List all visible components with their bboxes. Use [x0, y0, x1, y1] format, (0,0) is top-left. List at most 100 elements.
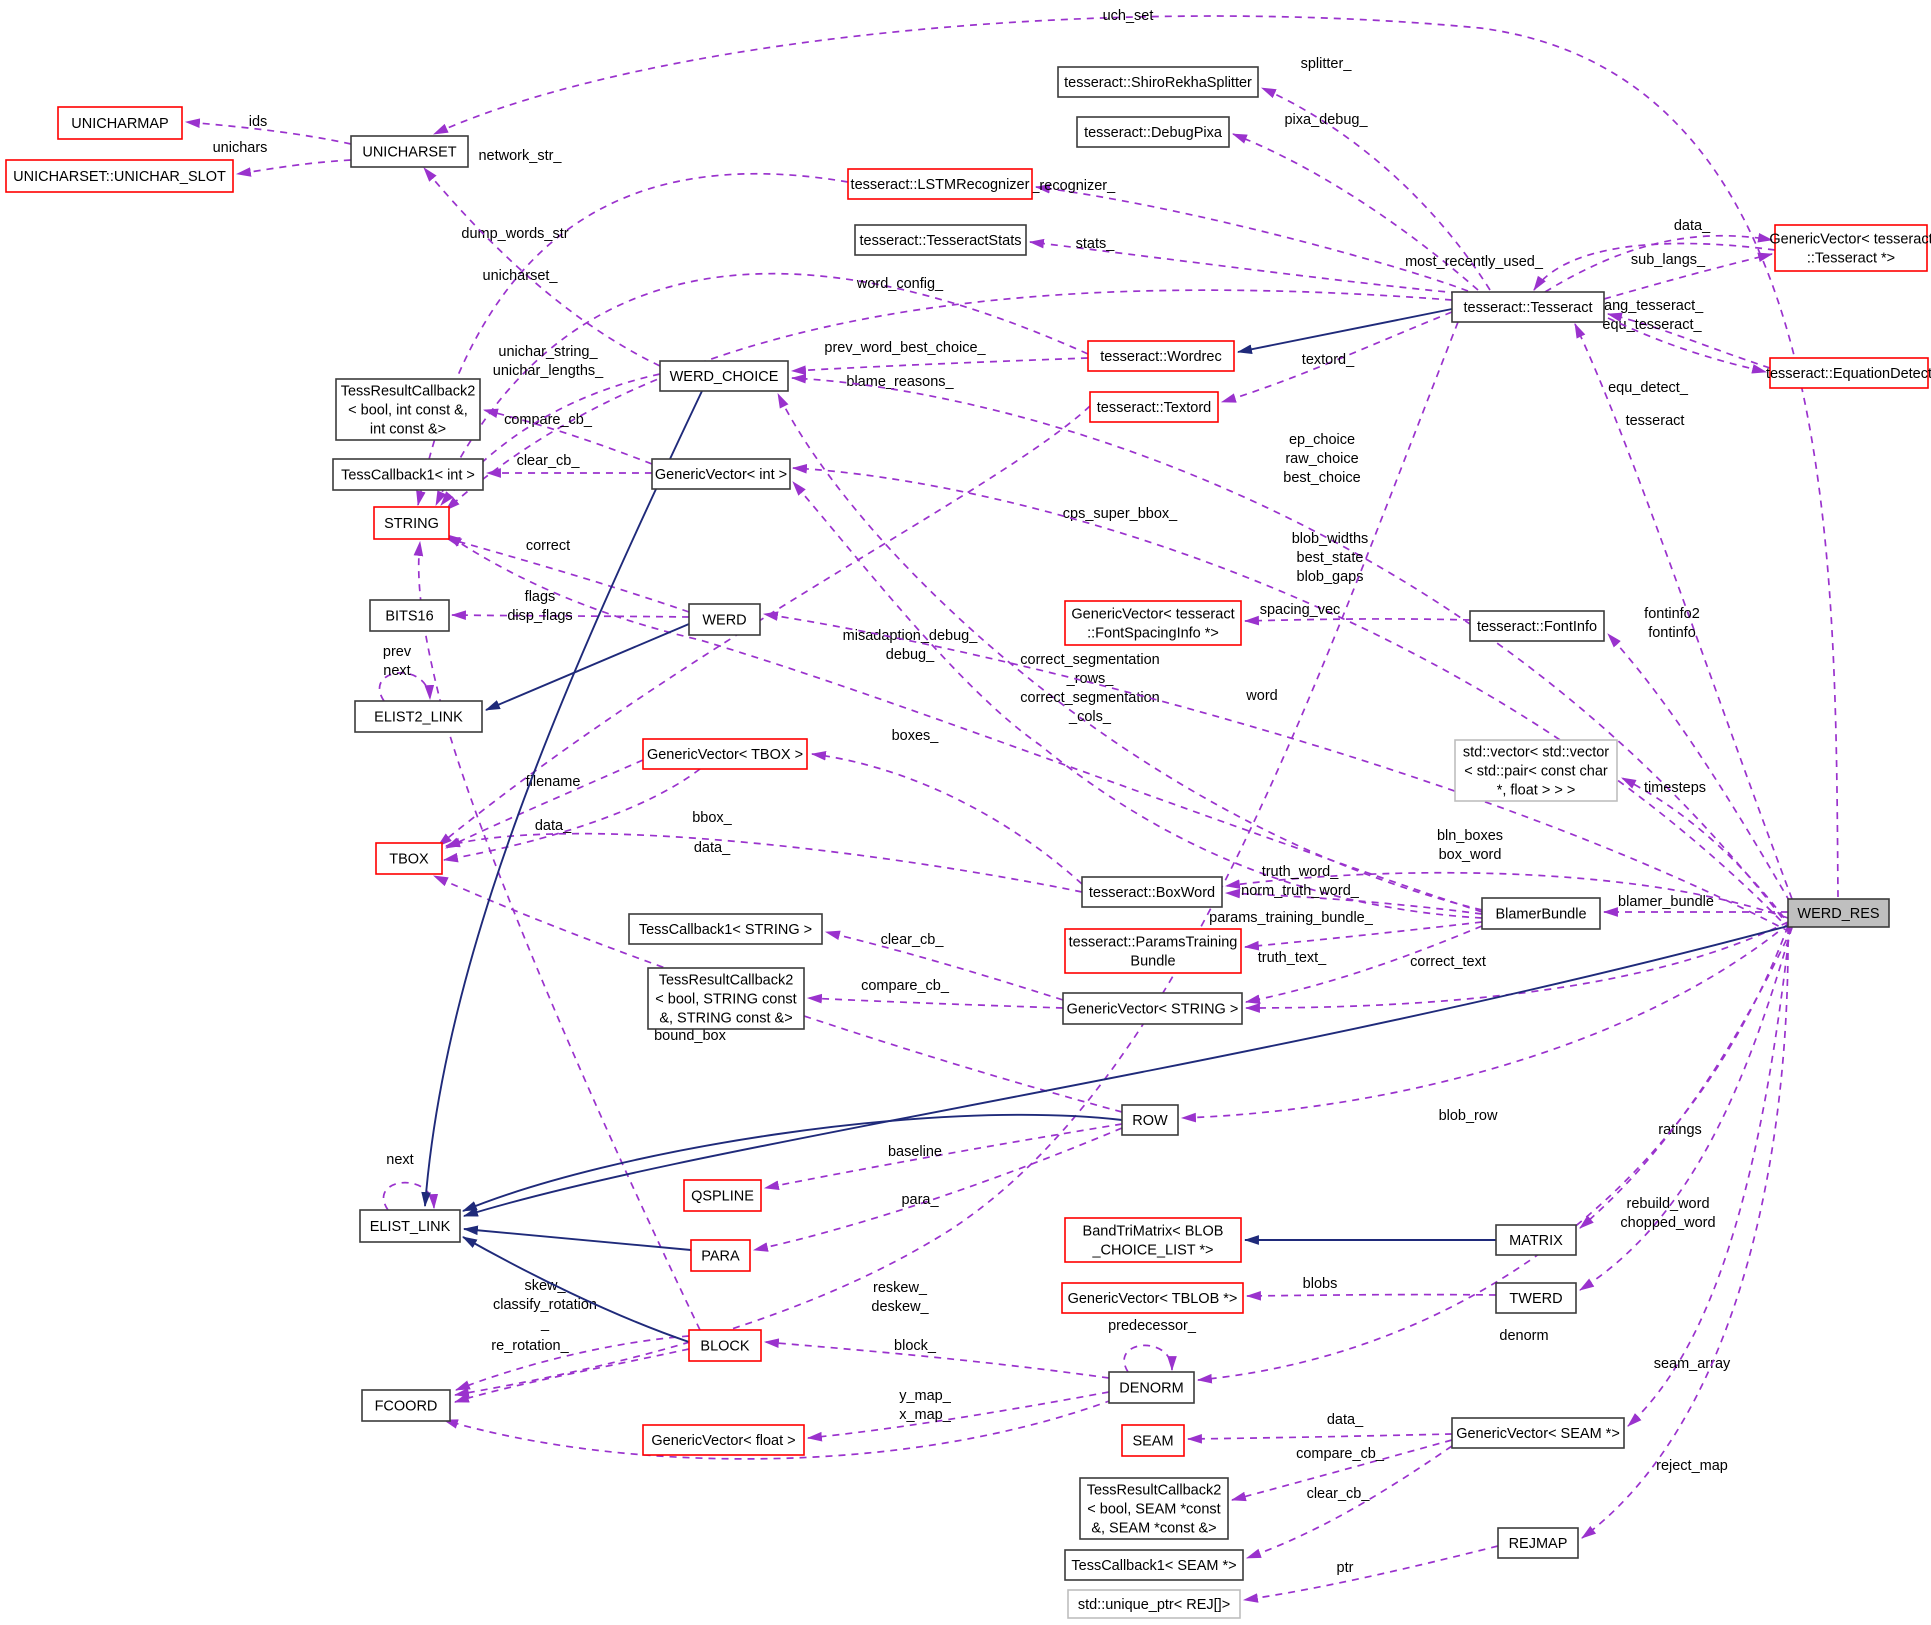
node-werd-choice[interactable]: WERD_CHOICE — [659, 360, 789, 392]
node-row[interactable]: ROW — [1121, 1104, 1179, 1136]
uptr-rej-box[interactable] — [1067, 1589, 1241, 1619]
unichar-slot-box[interactable] — [5, 159, 234, 193]
node-unicharset[interactable]: UNICHARSET — [350, 135, 469, 168]
fcoord-box[interactable] — [361, 1389, 451, 1422]
node-gv-tblob[interactable]: GenericVector< TBLOB *> — [1061, 1282, 1244, 1314]
para-box[interactable] — [690, 1239, 751, 1272]
boxword-box[interactable] — [1081, 876, 1223, 908]
node-shirorekha[interactable]: tesseract::ShiroRekhaSplitter — [1057, 66, 1259, 98]
node-gv-tbox[interactable]: GenericVector< TBOX > — [642, 738, 808, 770]
node-gv-float[interactable]: GenericVector< float > — [642, 1424, 805, 1456]
werd-choice-box[interactable] — [659, 360, 789, 392]
node-boxword[interactable]: tesseract::BoxWord — [1081, 876, 1223, 908]
node-block[interactable]: BLOCK — [688, 1329, 762, 1362]
node-tc1-string[interactable]: TessCallback1< STRING > — [628, 913, 823, 945]
gv-fsi-box[interactable] — [1064, 600, 1242, 646]
node-textord[interactable]: tesseract::Textord — [1089, 391, 1219, 423]
trc2-string-box[interactable] — [647, 967, 805, 1030]
textord-box[interactable] — [1089, 391, 1219, 423]
denorm-box[interactable] — [1108, 1371, 1195, 1404]
bits16-box[interactable] — [369, 599, 450, 632]
node-seam[interactable]: SEAM — [1121, 1424, 1185, 1457]
node-trc2-int[interactable]: TessResultCallback2< bool, int const &,i… — [335, 378, 481, 441]
tesseract-box[interactable] — [1451, 291, 1605, 323]
gv-string-box[interactable] — [1062, 992, 1243, 1025]
node-trc2-seam[interactable]: TessResultCallback2< bool, SEAM *const&,… — [1079, 1477, 1229, 1540]
node-bandtri[interactable]: BandTriMatrix< BLOB_CHOICE_LIST *> — [1064, 1217, 1242, 1263]
string-box[interactable] — [373, 506, 450, 540]
seam-box[interactable] — [1121, 1424, 1185, 1457]
twerd-box[interactable] — [1495, 1282, 1577, 1314]
werd-res-box[interactable] — [1787, 898, 1890, 928]
shirorekha-box[interactable] — [1057, 66, 1259, 98]
unicharset-box[interactable] — [350, 135, 469, 168]
node-tc1-seam[interactable]: TessCallback1< SEAM *> — [1064, 1549, 1244, 1581]
node-fcoord[interactable]: FCOORD — [361, 1389, 451, 1422]
gv-tesseract-box[interactable] — [1774, 224, 1928, 272]
node-unichar-slot[interactable]: UNICHARSET::UNICHAR_SLOT — [5, 159, 234, 193]
qspline-box[interactable] — [683, 1179, 762, 1212]
row-box[interactable] — [1121, 1104, 1179, 1136]
werd-box[interactable] — [688, 603, 761, 636]
elist-link-box[interactable] — [359, 1209, 461, 1243]
unicharmap-box[interactable] — [57, 106, 183, 140]
node-debugpixa[interactable]: tesseract::DebugPixa — [1076, 116, 1230, 148]
node-unicharmap[interactable]: UNICHARMAP — [57, 106, 183, 140]
block-box[interactable] — [688, 1329, 762, 1362]
node-trc2-string[interactable]: TessResultCallback2< bool, STRING const&… — [647, 967, 805, 1030]
node-uptr-rej[interactable]: std::unique_ptr< REJ[]> — [1067, 1589, 1241, 1619]
lstm-box[interactable] — [847, 168, 1033, 200]
tc1-int-box[interactable] — [332, 458, 484, 491]
bandtri-box[interactable] — [1064, 1217, 1242, 1263]
tc1-string-box[interactable] — [628, 913, 823, 945]
node-gv-seam[interactable]: GenericVector< SEAM *> — [1451, 1417, 1625, 1449]
rejmap-box[interactable] — [1497, 1527, 1579, 1559]
tessstats-box[interactable] — [854, 224, 1027, 256]
ptb-box[interactable] — [1064, 928, 1242, 974]
node-tesseract[interactable]: tesseract::Tesseract — [1451, 291, 1605, 323]
node-denorm[interactable]: DENORM — [1108, 1371, 1195, 1404]
gv-tblob-box[interactable] — [1061, 1282, 1244, 1314]
node-gv-int[interactable]: GenericVector< int > — [651, 458, 791, 490]
node-string[interactable]: STRING — [373, 506, 450, 540]
node-elist2-link[interactable]: ELIST2_LINK — [354, 700, 483, 733]
node-std-vector[interactable]: std::vector< std::vector< std::pair< con… — [1454, 739, 1618, 802]
gv-tbox-box[interactable] — [642, 738, 808, 770]
node-gv-string[interactable]: GenericVector< STRING > — [1062, 992, 1243, 1025]
tbox-box[interactable] — [375, 842, 443, 875]
wordrec-box[interactable] — [1087, 340, 1235, 372]
debugpixa-box[interactable] — [1076, 116, 1230, 148]
node-para[interactable]: PARA — [690, 1239, 751, 1272]
matrix-box[interactable] — [1495, 1224, 1577, 1256]
trc2-seam-box[interactable] — [1079, 1477, 1229, 1540]
node-twerd[interactable]: TWERD — [1495, 1282, 1577, 1314]
node-rejmap[interactable]: REJMAP — [1497, 1527, 1579, 1559]
elist2-link-box[interactable] — [354, 700, 483, 733]
node-wordrec[interactable]: tesseract::Wordrec — [1087, 340, 1235, 372]
node-tessstats[interactable]: tesseract::TesseractStats — [854, 224, 1027, 256]
fontinfo-box[interactable] — [1469, 610, 1605, 642]
node-gv-fsi[interactable]: GenericVector< tesseract::FontSpacingInf… — [1064, 600, 1242, 646]
node-gv-tesseract[interactable]: GenericVector< tesseract::Tesseract *> — [1769, 224, 1931, 272]
node-werd-res[interactable]: WERD_RES — [1787, 898, 1890, 928]
node-werd[interactable]: WERD — [688, 603, 761, 636]
node-qspline[interactable]: QSPLINE — [683, 1179, 762, 1212]
node-blamerbundle[interactable]: BlamerBundle — [1481, 897, 1601, 930]
gv-seam-box[interactable] — [1451, 1417, 1625, 1449]
std-vector-box[interactable] — [1454, 739, 1618, 802]
node-bits16[interactable]: BITS16 — [369, 599, 450, 632]
node-fontinfo[interactable]: tesseract::FontInfo — [1469, 610, 1605, 642]
gv-float-box[interactable] — [642, 1424, 805, 1456]
node-tbox[interactable]: TBOX — [375, 842, 443, 875]
node-equationdetect[interactable]: tesseract::EquationDetect — [1766, 357, 1931, 389]
node-tc1-int[interactable]: TessCallback1< int > — [332, 458, 484, 491]
node-lstm[interactable]: tesseract::LSTMRecognizer — [847, 168, 1033, 200]
blamerbundle-box[interactable] — [1481, 897, 1601, 930]
tc1-seam-box[interactable] — [1064, 1549, 1244, 1581]
equationdetect-box[interactable] — [1769, 357, 1929, 389]
trc2-int-box[interactable] — [335, 378, 481, 441]
node-elist-link[interactable]: ELIST_LINK — [359, 1209, 461, 1243]
node-matrix[interactable]: MATRIX — [1495, 1224, 1577, 1256]
gv-int-box[interactable] — [651, 458, 791, 490]
